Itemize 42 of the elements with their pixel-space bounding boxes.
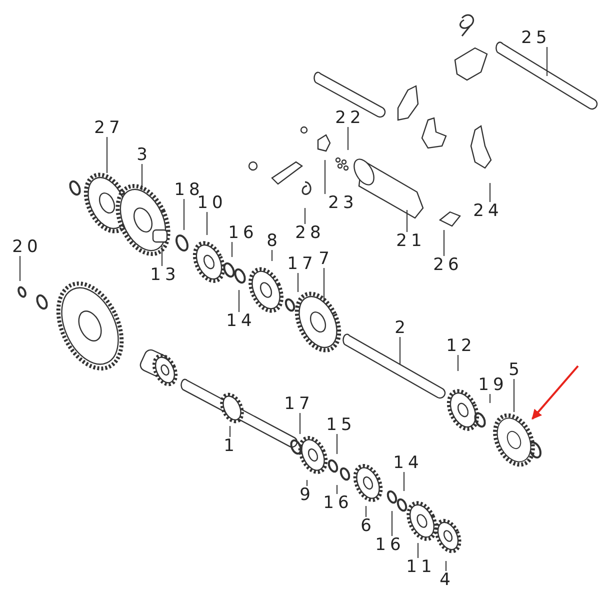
callout-number: 5: [504, 361, 524, 379]
callout-number: 27: [90, 119, 124, 137]
callout-number: 15: [322, 416, 356, 434]
callout-number: 17: [280, 395, 314, 413]
callout-number: 6: [356, 517, 376, 535]
callout-number: 21: [392, 232, 426, 250]
callout-number: 14: [222, 312, 256, 330]
callout-number: 24: [469, 202, 503, 220]
callout-number: 3: [132, 146, 152, 164]
leader-line: [336, 434, 338, 454]
callout-number: 10: [193, 194, 227, 212]
callout-number: 2: [390, 319, 410, 337]
leader-line: [306, 480, 308, 486]
callout-number: 12: [442, 337, 476, 355]
callout-number: 17: [283, 255, 317, 273]
callout-number: 16: [371, 536, 405, 554]
callout-number: 1: [220, 437, 238, 455]
callout-number: 23: [324, 194, 358, 212]
callout-number: 19: [474, 376, 508, 394]
callout-number: 22: [331, 109, 365, 127]
callout-number: 4: [436, 571, 454, 589]
leader-line: [206, 212, 208, 236]
leader-line: [304, 208, 306, 224]
callout-number: 25: [517, 29, 551, 47]
leader-line: [324, 160, 326, 194]
leader-line: [106, 136, 108, 174]
callout-number: 28: [291, 224, 325, 242]
callout-number: 9: [296, 486, 314, 504]
arrow: [532, 365, 579, 420]
leader-line: [238, 290, 240, 312]
leader-line: [546, 46, 548, 76]
callout-number: 16: [319, 494, 353, 512]
callout-number: 26: [429, 256, 463, 274]
callout-number: 11: [402, 558, 436, 576]
callout-number: 7: [314, 250, 334, 268]
callout-number: 13: [146, 266, 180, 284]
leader-line: [336, 484, 338, 494]
callout-number: 14: [389, 454, 423, 472]
callout-number: 8: [262, 232, 282, 250]
callout-number: 16: [224, 224, 258, 242]
leader-line: [406, 210, 408, 232]
callout-number: 20: [8, 238, 42, 256]
